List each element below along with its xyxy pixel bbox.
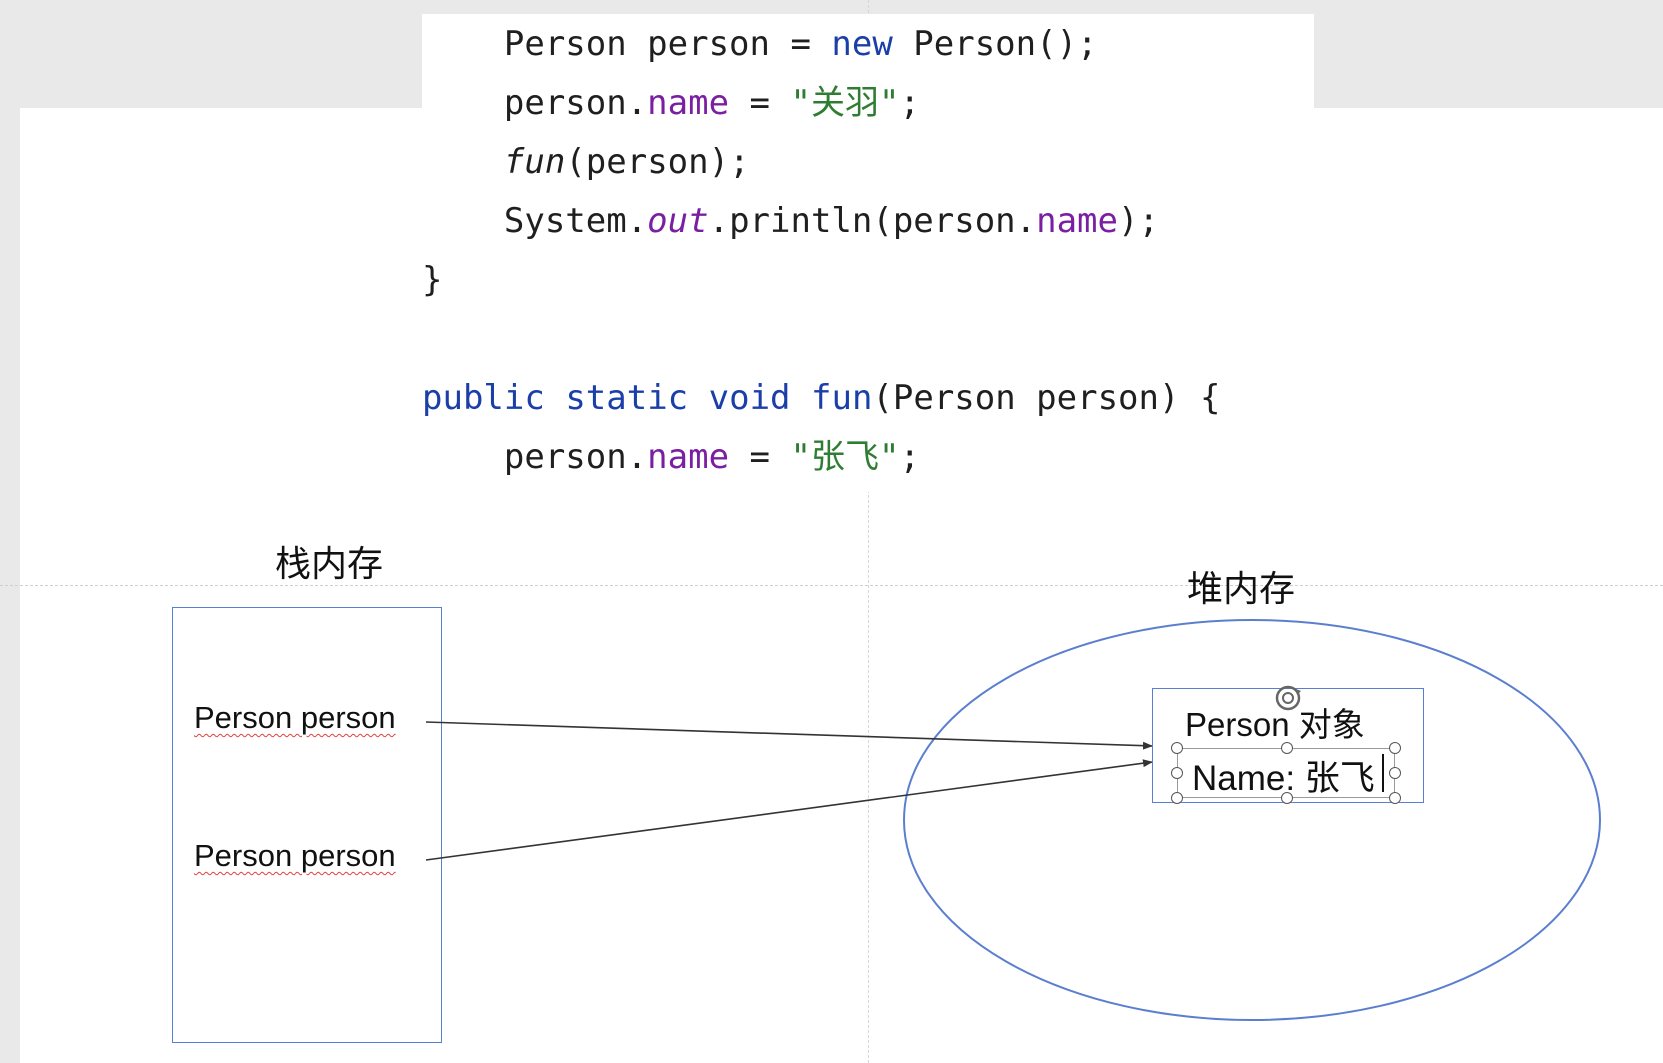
resize-handle-right[interactable]: [1389, 767, 1401, 779]
resize-handle-top[interactable]: [1281, 742, 1293, 754]
resize-handle-bottom-right[interactable]: [1389, 792, 1401, 804]
stack-memory-box[interactable]: [172, 607, 442, 1043]
resize-handle-bottom-left[interactable]: [1171, 792, 1183, 804]
stack-memory-label[interactable]: 栈内存: [275, 544, 384, 585]
code-line-5: }: [422, 260, 443, 300]
resize-handle-left[interactable]: [1171, 767, 1183, 779]
horizontal-guide-line: [0, 585, 1663, 586]
code-line-7: person.name = "张飞";: [422, 437, 920, 477]
name-field-text[interactable]: Name: 张飞: [1192, 759, 1375, 798]
person-object-title: Person 对象: [1185, 706, 1365, 743]
vertical-guide-line: [868, 0, 869, 1063]
resize-handle-bottom[interactable]: [1281, 792, 1293, 804]
rotate-handle-icon[interactable]: [1270, 680, 1306, 716]
code-line-1: Person person = new Person();: [422, 24, 1098, 64]
heap-memory-label[interactable]: 堆内存: [1187, 569, 1296, 610]
code-line-3: fun(person);: [503, 142, 750, 182]
resize-handle-top-left[interactable]: [1171, 742, 1183, 754]
code-image[interactable]: Person person = new Person(); person.nam…: [422, 14, 1314, 492]
stack-variable-2[interactable]: Person person: [194, 838, 396, 873]
text-cursor: [1382, 754, 1384, 792]
resize-handle-top-right[interactable]: [1389, 742, 1401, 754]
code-line-2: person.name = "关羽";: [422, 83, 920, 123]
code-line-4: System.out.println(person.name);: [422, 201, 1159, 241]
stack-variable-1[interactable]: Person person: [194, 700, 396, 735]
code-line-6: public static void fun(Person person) {: [422, 378, 1221, 418]
